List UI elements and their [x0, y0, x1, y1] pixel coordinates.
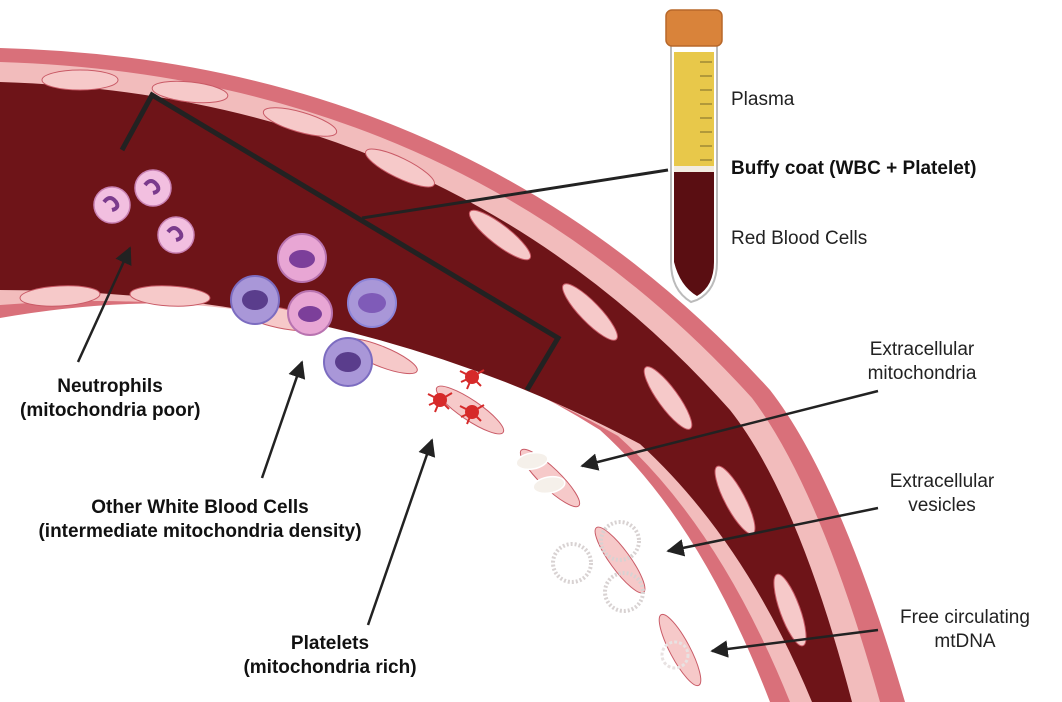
vesicle — [553, 544, 591, 582]
plasma-label: Plasma — [731, 88, 794, 112]
neutrophil-cell — [158, 217, 194, 253]
wbc-cell — [231, 276, 279, 324]
wbc-cell — [278, 234, 326, 282]
tube-buffy-layer — [674, 166, 714, 172]
extracellular-vesicles-label: Extracellular vesicles — [862, 470, 1022, 518]
neutrophils-label: Neutrophils (mitochondria poor) — [20, 375, 200, 423]
blood-tube — [666, 10, 722, 302]
neutrophil-cell — [94, 187, 130, 223]
wbc-cell — [348, 279, 396, 327]
platelets-label: Platelets (mitochondria rich) — [230, 632, 430, 680]
extracellular-mitochondria-label: Extracellular mitochondria — [832, 338, 1012, 386]
platelet-cell — [460, 370, 484, 389]
other-wbc-label: Other White Blood Cells (intermediate mi… — [20, 496, 380, 544]
tube-red-cells — [674, 172, 714, 296]
tube-plasma — [674, 52, 714, 168]
neutrophil-cell — [135, 170, 171, 206]
free-mtdna-label: Free circulating mtDNA — [880, 606, 1050, 654]
tube-cap — [666, 10, 722, 46]
wbc-cell — [324, 338, 372, 386]
buffy-coat-label: Buffy coat (WBC + Platelet) — [731, 157, 976, 181]
other-wbc-arrow — [262, 362, 302, 478]
wbc-cell — [288, 291, 332, 335]
red-blood-cells-label: Red Blood Cells — [731, 227, 867, 251]
